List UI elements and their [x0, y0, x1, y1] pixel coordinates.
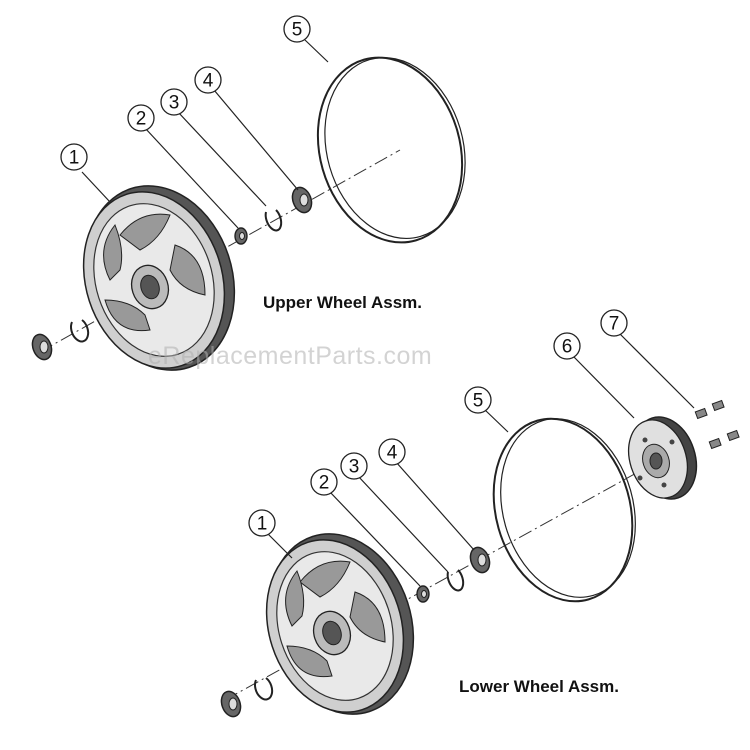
lower-callout-3: 3 — [340, 452, 368, 480]
upper-callout-4-label: 4 — [203, 71, 214, 92]
lower-tire — [492, 417, 636, 603]
upper-assembly-title: Upper Wheel Assm. — [263, 293, 423, 312]
upper-front-bearing — [31, 333, 53, 361]
lower-part-3 — [446, 569, 465, 592]
lower-callout-5-label: 5 — [473, 391, 484, 412]
lower-callout-2-label: 2 — [319, 473, 330, 494]
lower-callout-7-label: 7 — [609, 314, 620, 335]
lower-assembly-title: Lower Wheel Assm. — [459, 677, 619, 696]
upper-callout-4: 4 — [194, 66, 222, 94]
upper-callout-5: 5 — [283, 15, 311, 43]
upper-tire — [316, 56, 466, 244]
lower-part-2 — [416, 585, 430, 603]
lower-callout-4-label: 4 — [387, 443, 398, 464]
upper-part-4 — [291, 186, 313, 214]
lower-callout-3-label: 3 — [349, 457, 360, 478]
upper-wheel — [82, 185, 236, 371]
lower-part-4 — [469, 546, 491, 574]
upper-callout-1-label: 1 — [69, 148, 80, 169]
upper-callout-3: 3 — [160, 88, 188, 116]
lower-set-screws — [694, 399, 740, 450]
upper-callout-2: 2 — [127, 104, 155, 132]
lower-callout-2: 2 — [310, 468, 338, 496]
upper-part-2 — [234, 227, 248, 245]
lower-front-bearing — [220, 690, 242, 718]
upper-callout-5-label: 5 — [292, 20, 303, 41]
lower-callout-6-label: 6 — [562, 337, 573, 358]
lower-callout-7: 7 — [600, 309, 628, 337]
lower-wheel-assembly: 1 2 3 4 5 6 7 — [220, 309, 740, 718]
upper-axis-line — [39, 149, 401, 353]
lower-callout-1: 1 — [248, 509, 276, 537]
lower-callout-1-label: 1 — [257, 514, 268, 535]
upper-wheel-assembly: 1 2 3 4 5 — [31, 15, 466, 371]
lower-front-snap-ring — [254, 677, 274, 701]
lower-pulley — [627, 416, 698, 500]
watermark-text: eReplacementParts.com — [148, 342, 433, 370]
lower-wheel — [265, 533, 415, 715]
upper-front-snap-ring — [70, 319, 90, 343]
lower-callout-6: 6 — [553, 332, 581, 360]
upper-part-3 — [264, 209, 283, 232]
lower-callout-4: 4 — [378, 438, 406, 466]
upper-callout-2-label: 2 — [136, 109, 147, 130]
upper-callout-3-label: 3 — [169, 93, 180, 114]
lower-callout-5: 5 — [464, 386, 492, 414]
upper-callout-1: 1 — [60, 143, 88, 171]
